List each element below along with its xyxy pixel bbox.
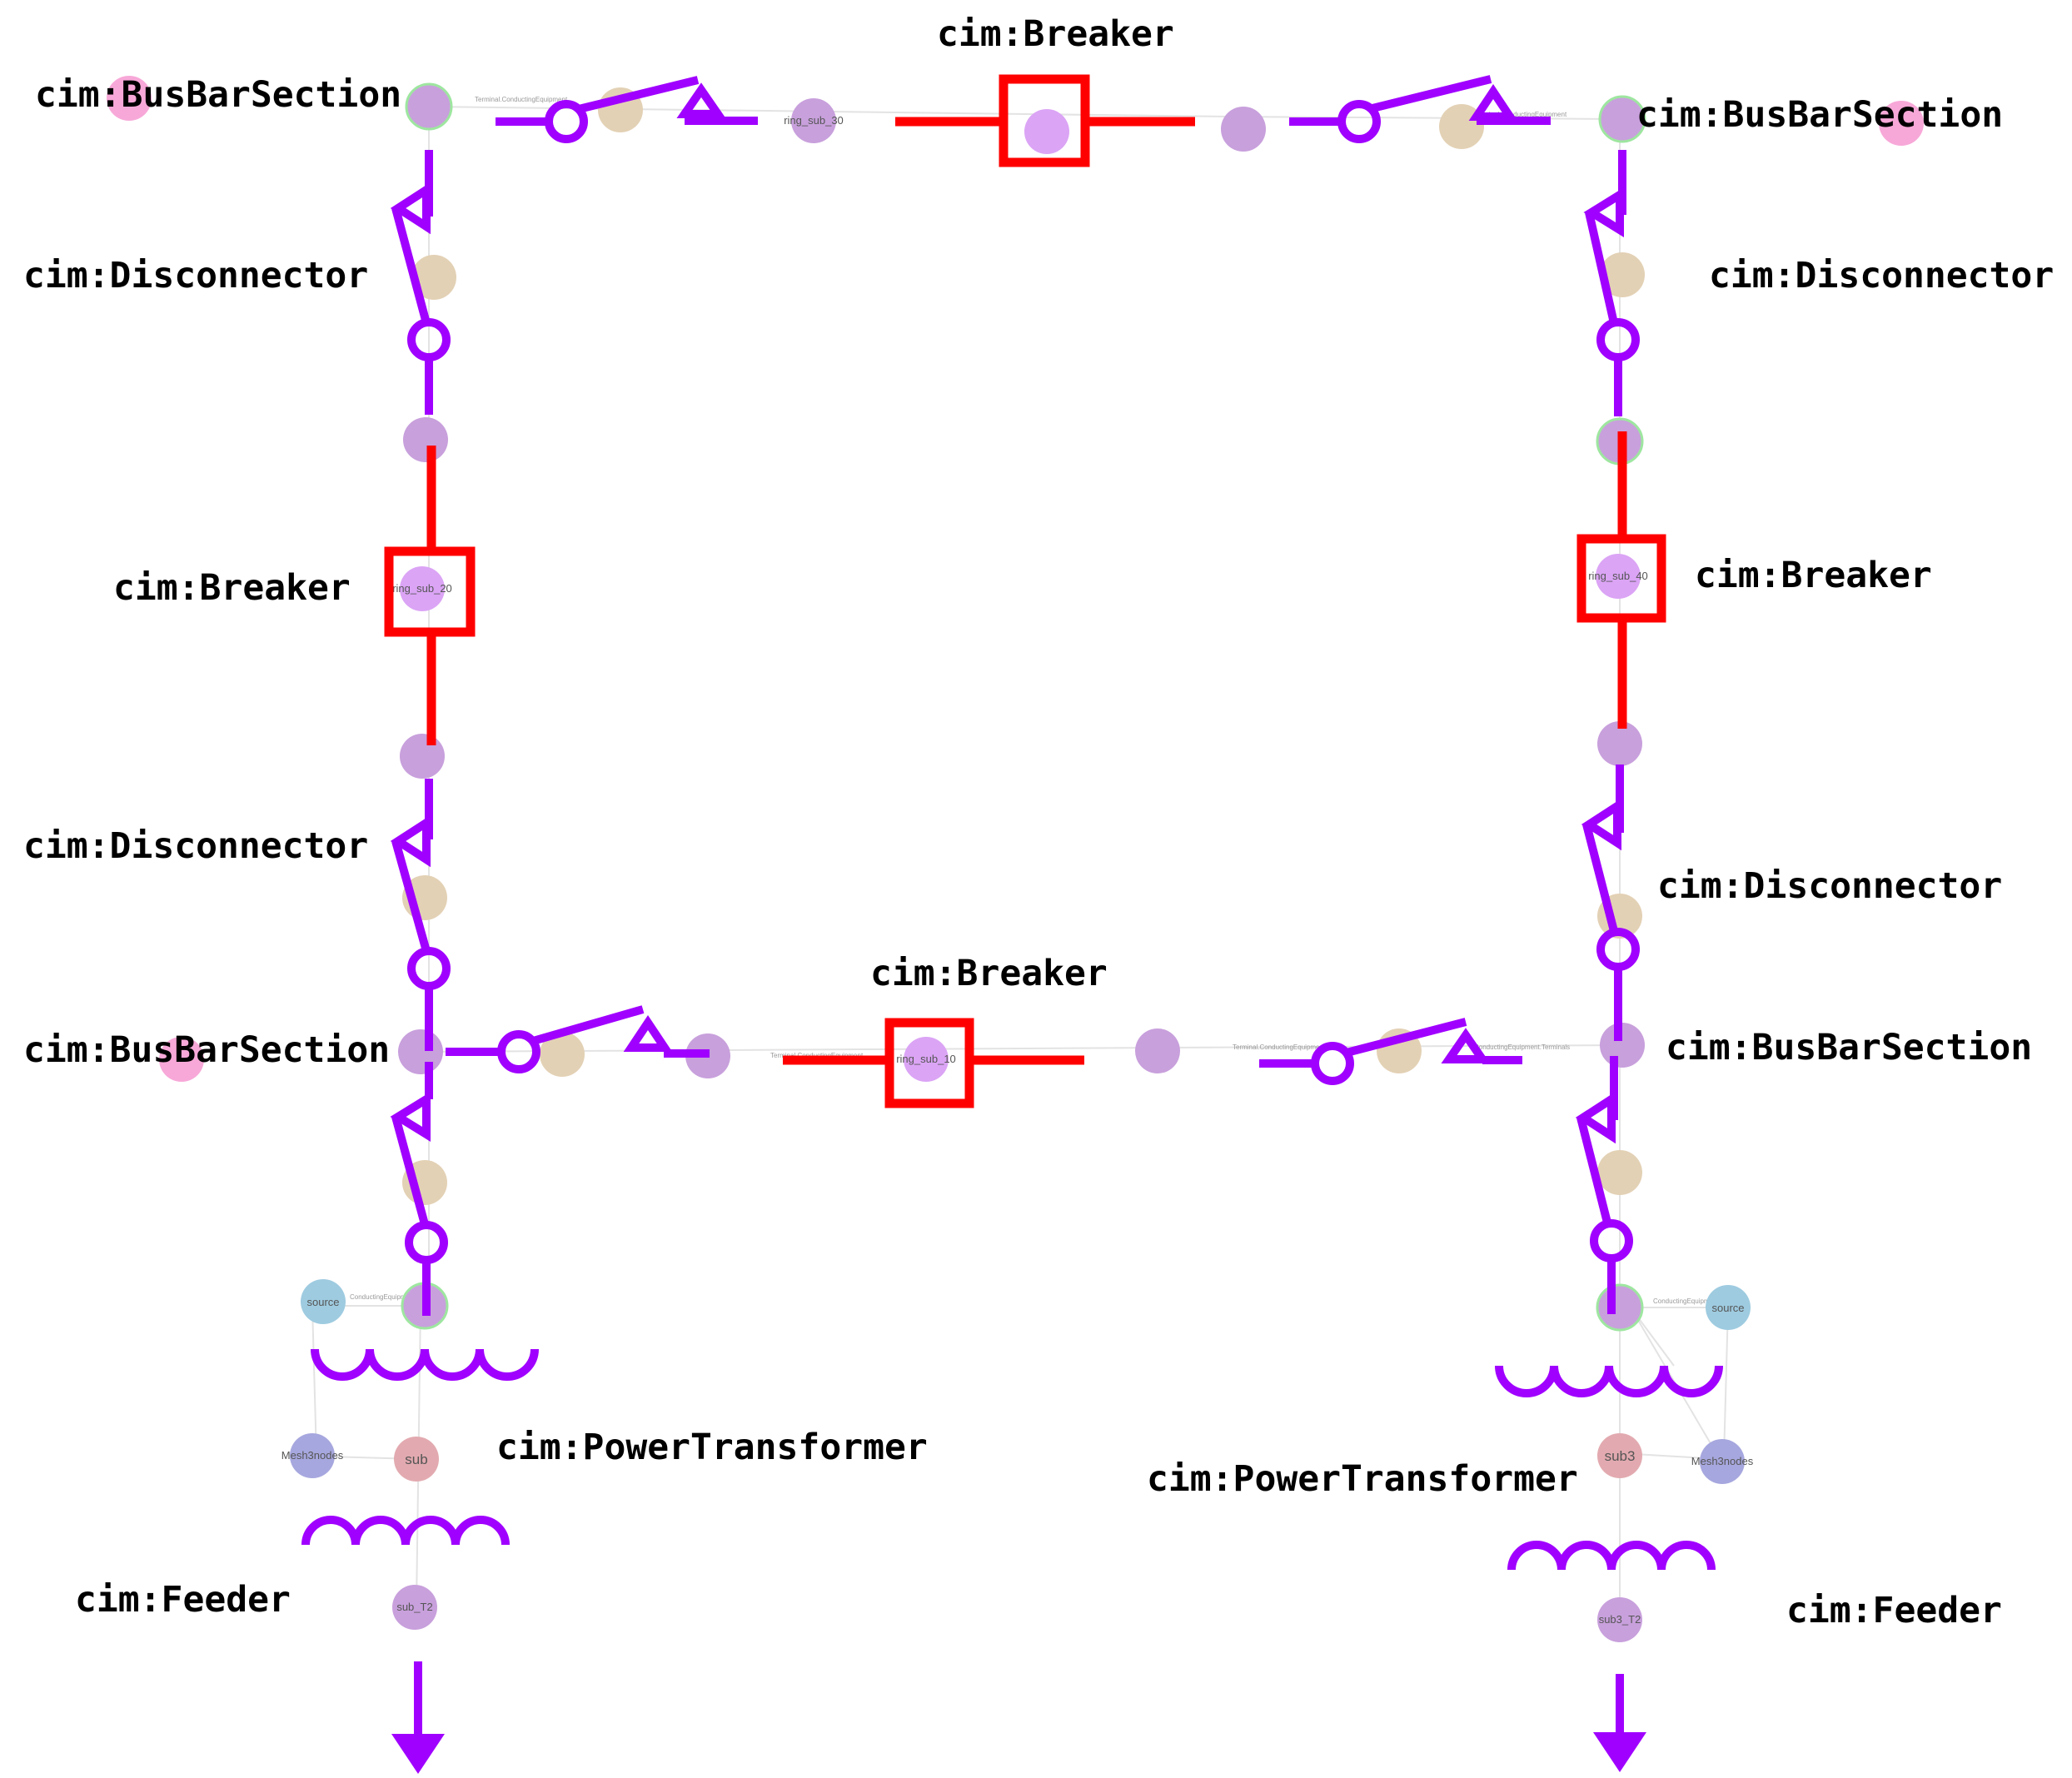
node-label: Mesh3nodes: [281, 1449, 344, 1462]
busbar-label: cim:BusBarSection: [1636, 94, 2003, 136]
connectivity-node[interactable]: [791, 98, 836, 143]
disconnector-symbol[interactable]: [496, 76, 758, 143]
breaker-symbol[interactable]: [1576, 431, 1666, 729]
node-label: source: [306, 1296, 339, 1308]
substation-node[interactable]: [394, 1437, 439, 1482]
edge-label: Terminal.ConductingEquipment: [1233, 1043, 1326, 1051]
busbar-node[interactable]: [1879, 101, 1924, 146]
disconnector-symbol[interactable]: [1583, 150, 1640, 416]
feeder-label: cim:Feeder: [1786, 1590, 2002, 1631]
transformer-winding-symbol[interactable]: [301, 1348, 539, 1546]
edge-label: ConductingEquipment.Terminals: [1653, 1297, 1749, 1305]
disconnector-symbol[interactable]: [1575, 1056, 1633, 1314]
transformer-label: cim:PowerTransformer: [496, 1427, 928, 1468]
busbar-label: cim:BusBarSection: [1666, 1027, 2032, 1068]
feeder-arrow[interactable]: [1593, 1674, 1646, 1772]
edge-label: Terminal.ConductingEquipment: [1474, 111, 1567, 118]
node-label: sub3_T2: [1599, 1613, 1641, 1626]
connectivity-node[interactable]: [405, 82, 453, 131]
disconnector-label: cim:Disconnector: [23, 255, 368, 296]
node-label: ring_sub_10: [896, 1053, 956, 1065]
busbar-label: cim:BusBarSection: [23, 1029, 390, 1071]
disconnector-label: cim:Disconnector: [23, 825, 368, 867]
edge-label: ConductingEquipment.Terminals: [350, 1293, 446, 1301]
disconnector-label: cim:Disconnector: [1709, 255, 2054, 296]
feeder-label: cim:Feeder: [75, 1579, 291, 1621]
breaker-label: cim:Breaker: [870, 953, 1108, 994]
breaker-node[interactable]: [1024, 109, 1069, 154]
class-labels: cim:BusBarSection cim:Breaker cim:BusBar…: [23, 13, 2054, 1631]
connectivity-node[interactable]: [403, 417, 448, 462]
edge-label: ConductingEquipment.Terminals: [1474, 1043, 1570, 1051]
edge-label: Terminal.ConductingEquipment: [475, 96, 568, 103]
breaker-label: cim:Breaker: [937, 13, 1174, 55]
source-node[interactable]: [1706, 1285, 1751, 1330]
breaker-node[interactable]: [904, 1037, 949, 1082]
disconnector-symbol[interactable]: [390, 150, 451, 415]
disconnector-node[interactable]: [1597, 1150, 1642, 1195]
busbar-node[interactable]: [107, 76, 152, 121]
breaker-node[interactable]: [400, 566, 445, 611]
transformer-label: cim:PowerTransformer: [1147, 1458, 1578, 1500]
node-label: sub_T2: [396, 1601, 432, 1613]
node-label: sub3: [1605, 1448, 1636, 1464]
transformer-winding-symbol[interactable]: [1495, 1365, 1723, 1571]
disconnector-symbol[interactable]: [1581, 764, 1640, 1041]
source-node[interactable]: [301, 1279, 346, 1324]
busbar-label: cim:BusBarSection: [35, 74, 401, 116]
disconnector-symbol[interactable]: [446, 1005, 710, 1073]
connectivity-node[interactable]: [400, 734, 445, 779]
disconnector-node[interactable]: [1600, 252, 1645, 297]
substation-node[interactable]: [1597, 1433, 1642, 1478]
connectivity-node[interactable]: [1598, 95, 1646, 143]
node-label: ring_sub_40: [1588, 570, 1648, 582]
breaker-symbol[interactable]: [783, 1018, 1084, 1108]
node-label: ring_sub_30: [784, 114, 844, 127]
node-label: sub: [405, 1452, 427, 1467]
feeder-node[interactable]: [392, 1585, 437, 1630]
connectivity-node[interactable]: [1135, 1028, 1180, 1073]
connectivity-node[interactable]: [1597, 721, 1642, 766]
busbar-node[interactable]: [159, 1037, 204, 1082]
mesh-node[interactable]: [290, 1433, 335, 1478]
node-label: ring_sub_20: [392, 582, 452, 595]
disconnector-symbol[interactable]: [390, 1062, 448, 1316]
mesh-node[interactable]: [1700, 1439, 1745, 1484]
connectivity-node[interactable]: [1221, 107, 1266, 152]
node-label: source: [1711, 1302, 1744, 1314]
disconnector-node[interactable]: [411, 255, 456, 300]
breaker-symbol[interactable]: [895, 74, 1195, 167]
connectivity-node[interactable]: [398, 1029, 443, 1074]
breaker-label: cim:Breaker: [1695, 555, 1932, 596]
graph-nodes: ring_sub_30 ring_sub_20 ring_sub_10 ring…: [107, 76, 1924, 1642]
feeder-node[interactable]: [1597, 1597, 1642, 1642]
edge-labels: Terminal.ConductingEquipment Terminal.Co…: [350, 96, 1749, 1305]
breaker-overlay: [384, 74, 1666, 1108]
feeder-arrow[interactable]: [391, 1661, 445, 1774]
transformer-node[interactable]: [1596, 1283, 1644, 1332]
breaker-node[interactable]: [1596, 554, 1641, 599]
breaker-label: cim:Breaker: [113, 567, 351, 609]
disconnector-node[interactable]: [540, 1032, 585, 1077]
disconnector-label: cim:Disconnector: [1657, 865, 2002, 907]
disconnector-symbol[interactable]: [1259, 1018, 1522, 1085]
symbol-overlay: [301, 75, 1723, 1774]
disconnector-symbol[interactable]: [390, 779, 451, 1051]
node-label: Mesh3nodes: [1691, 1455, 1754, 1467]
breaker-symbol[interactable]: [384, 446, 476, 745]
disconnector-symbol[interactable]: [1289, 75, 1551, 143]
